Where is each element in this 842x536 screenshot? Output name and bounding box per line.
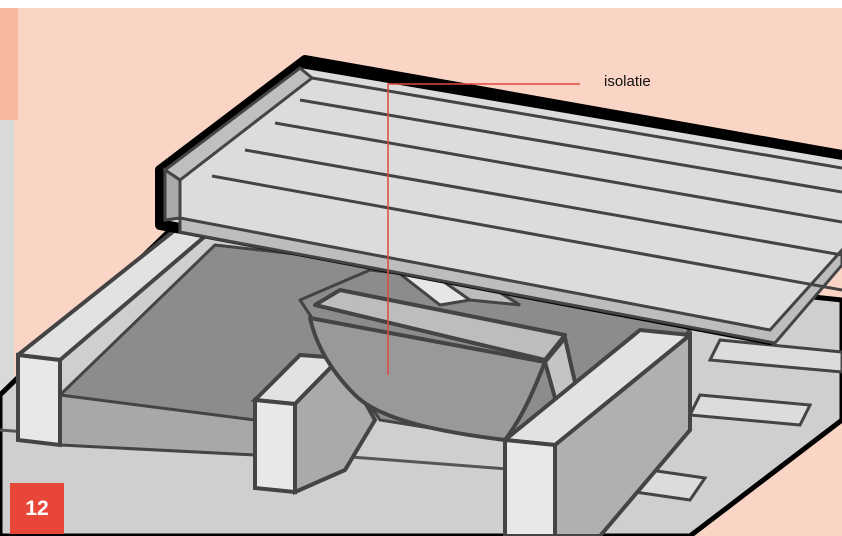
insulation-label: isolatie [604,73,651,90]
board-seam [211,174,842,292]
leader-line [387,83,580,375]
board-seam [299,98,842,194]
step-number-badge: 12 [10,483,64,534]
joist-right-front [503,437,557,536]
board-seam [244,148,842,257]
lower-board [707,338,842,374]
insulation-block-front [308,316,547,442]
left-accent-strip [0,0,18,120]
lower-board [687,393,813,427]
top-margin [0,0,842,8]
board-seam [274,121,842,224]
joist-left-front [16,352,62,448]
joist-middle-front [253,397,297,495]
